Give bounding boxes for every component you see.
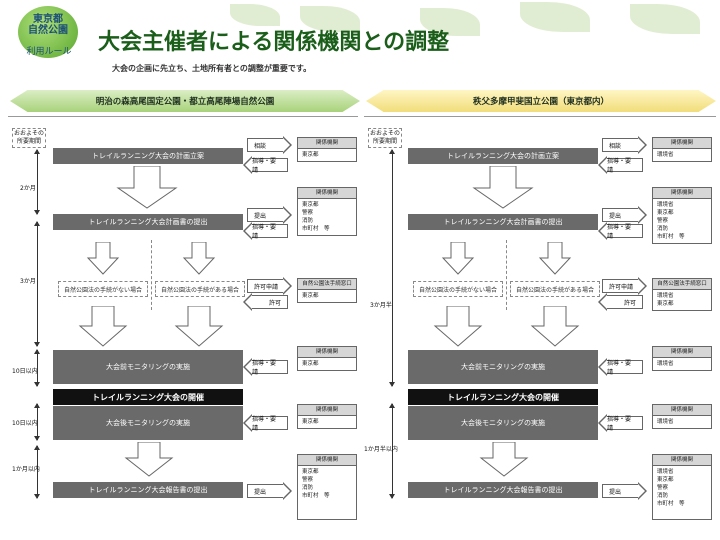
section-rule (8, 116, 358, 117)
duration-line (34, 403, 40, 441)
logo-badge (18, 6, 78, 58)
duration-line (389, 403, 395, 499)
down-arrow (78, 306, 128, 347)
down-arrow (441, 242, 475, 275)
duration-label: 3か月 (20, 278, 36, 285)
agency-box: 関係機関東京都 (297, 137, 357, 162)
permit-arrow: 許可 (598, 293, 643, 311)
down-arrow (433, 306, 483, 347)
guidance-arrow: 指導・要請 (598, 222, 643, 240)
permit-arrow: 許可 (243, 293, 288, 311)
event-bar: トレイルランニング大会の開催 (408, 389, 598, 405)
right-park-banner: 秩父多摩甲斐国立公園（東京都内） (366, 90, 716, 112)
agency-box: 関係機関環境省 東京都 警察 消防 市町村 等 (652, 187, 712, 244)
permit-application-arrow: 許可申請 (602, 277, 647, 295)
duration-line (34, 349, 40, 387)
logo-text: 東京都自然公園 (28, 14, 68, 36)
submit-arrow: 提出 (247, 482, 292, 500)
no-procedure-case: 自然公園法の手続がない場合 (413, 281, 503, 297)
duration-scale-label: おおよその 所要期間 (368, 128, 402, 148)
section-rule (364, 116, 716, 117)
guidance-arrow: 指導・要請 (243, 222, 288, 240)
down-arrow (530, 306, 580, 347)
submit-plan-bar: トレイルランニング大会計画書の提出 (53, 214, 243, 230)
leaf-decoration (630, 4, 700, 34)
consult-arrow: 相談 (602, 136, 647, 154)
consult-arrow: 相談 (247, 136, 292, 154)
duration-line (34, 149, 40, 215)
submit-arrow: 提出 (602, 206, 647, 224)
duration-line (34, 221, 40, 347)
down-arrow (538, 242, 572, 275)
submit-arrow: 提出 (602, 482, 647, 500)
down-arrow (479, 442, 529, 477)
leaf-decoration (520, 2, 590, 32)
pre-monitoring-bar: 大会前モニタリングの実施 (53, 350, 243, 384)
guidance-arrow: 指導・要請 (243, 414, 288, 432)
branch-divider (506, 240, 507, 310)
agency-box: 関係機関環境省 東京都 警察 消防 市町村 等 (652, 454, 712, 520)
pre-monitoring-bar: 大会前モニタリングの実施 (408, 350, 598, 384)
duration-line (34, 445, 40, 499)
down-arrow (174, 306, 224, 347)
duration-label: 1か月半以内 (364, 446, 398, 453)
agency-box: 関係機関環境省 (652, 404, 712, 429)
submit-arrow: 提出 (247, 206, 292, 224)
plan-bar: トレイルランニング大会の計画立案 (53, 148, 243, 164)
with-procedure-case: 自然公園法の手続がある場合 (510, 281, 600, 297)
submit-report-bar: トレイルランニング大会報告書の提出 (53, 482, 243, 498)
branch-divider (151, 240, 152, 310)
down-arrow (116, 166, 178, 209)
down-arrow (472, 166, 534, 209)
guidance-arrow: 指導・要請 (598, 358, 643, 376)
duration-label: 1か月以内 (12, 466, 40, 473)
duration-label: 10日以内 (12, 420, 38, 427)
agency-box: 関係機関環境省 (652, 137, 712, 162)
submit-report-bar: トレイルランニング大会報告書の提出 (408, 482, 598, 498)
permit-window-box: 自然公園法手続窓口東京都 (297, 278, 357, 303)
permit-window-box: 自然公園法手続窓口環境省 東京都 (652, 278, 712, 311)
permit-application-arrow: 許可申請 (247, 277, 292, 295)
post-monitoring-bar: 大会後モニタリングの実施 (408, 406, 598, 440)
down-arrow (182, 242, 216, 275)
plan-bar: トレイルランニング大会の計画立案 (408, 148, 598, 164)
event-bar: トレイルランニング大会の開催 (53, 389, 243, 405)
agency-box: 関係機関東京都 (297, 404, 357, 429)
no-procedure-case: 自然公園法の手続がない場合 (58, 281, 148, 297)
agency-box: 関係機関東京都 (297, 346, 357, 371)
leaf-decoration (230, 4, 280, 26)
duration-label: 2か月 (20, 185, 36, 192)
logo-subtext: 利用ルール (26, 47, 72, 57)
guidance-arrow: 指導・要請 (598, 156, 643, 174)
down-arrow (86, 242, 120, 275)
duration-label: 3か月半 (370, 302, 392, 309)
duration-scale-label: おおよその 所要期間 (12, 128, 46, 148)
agency-box: 関係機関東京都 警察 消防 市町村 等 (297, 454, 357, 520)
guidance-arrow: 指導・要請 (243, 156, 288, 174)
with-procedure-case: 自然公園法の手続がある場合 (155, 281, 245, 297)
guidance-arrow: 指導・要請 (598, 414, 643, 432)
submit-plan-bar: トレイルランニング大会計画書の提出 (408, 214, 598, 230)
left-park-banner: 明治の森高尾国定公園・都立高尾陣場自然公園 (10, 90, 360, 112)
page-subtitle: 大会の企画に先立ち、土地所有者との調整が重要です。 (112, 64, 312, 73)
down-arrow (124, 442, 174, 477)
post-monitoring-bar: 大会後モニタリングの実施 (53, 406, 243, 440)
duration-label: 10日以内 (12, 368, 38, 375)
page-title: 大会主催者による関係機関との調整 (98, 30, 450, 55)
guidance-arrow: 指導・要請 (243, 358, 288, 376)
agency-box: 関係機関環境省 (652, 346, 712, 371)
duration-line (389, 149, 395, 387)
agency-box: 関係機関東京都 警察 消防 市町村 等 (297, 187, 357, 236)
